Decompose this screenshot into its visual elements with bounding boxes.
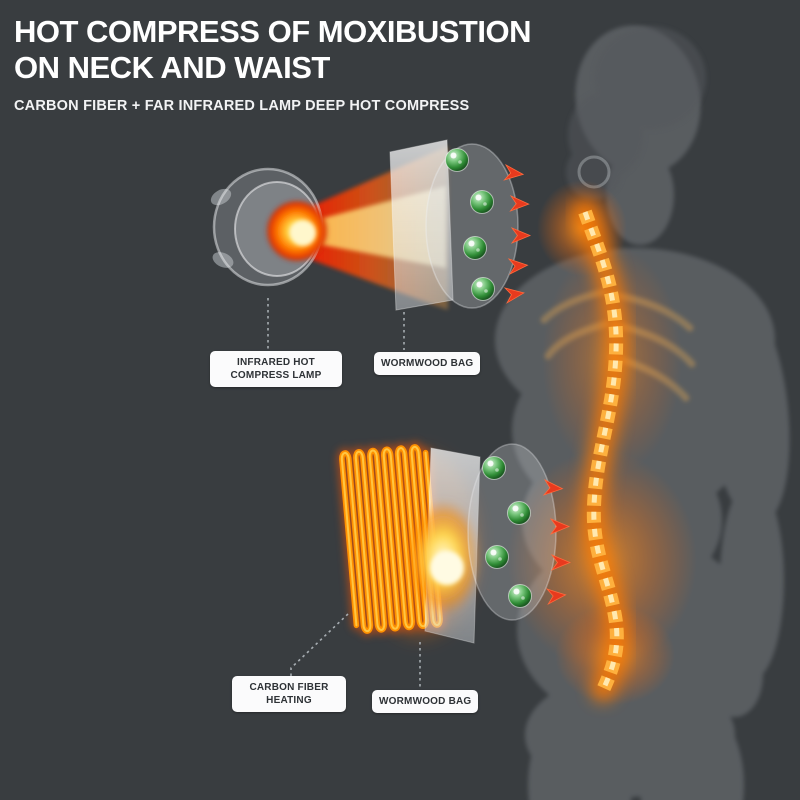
lamp-hot-center [290,220,316,246]
heat-arrow-icon [507,258,529,275]
heat-arrow-icon [509,195,530,212]
wormwood-ball-icon [470,190,494,214]
page-subtitle: CARBON FIBER + FAR INFRARED LAMP DEEP HO… [14,97,470,114]
page-title: HOT COMPRESS OF MOXIBUSTION ON NECK AND … [14,14,531,85]
infrared-lamp-module [210,139,454,311]
spine-glow [573,200,629,702]
wormwood-ball-icon [463,236,487,260]
wormwood-bag-top [425,143,519,309]
wormwood-ball-icon [482,456,506,480]
wormwood-ball-icon [471,277,495,301]
heat-arrow-icon [549,518,571,535]
heat-arrow-icon [545,588,567,605]
carbon-fiber-module [336,441,481,644]
wormwood-ball-icon [507,501,531,525]
label-wormwood-bag-bottom: WORMWOOD BAG [372,690,479,713]
heat-arrow-icon [503,163,525,181]
label-wormwood-bag-top: WORMWOOD BAG [374,352,481,375]
heat-arrow-icon [550,554,572,571]
wormwood-bag-bottom [467,443,557,621]
heat-arrow-icon [510,227,532,244]
header: HOT COMPRESS OF MOXIBUSTION ON NECK AND … [14,14,531,114]
label-carbon-fiber-heating: CARBON FIBER HEATING [232,676,346,712]
heat-arrows-bottom [542,478,572,605]
heat-arrow-icon [503,287,525,304]
wormwood-ball-icon [445,148,469,172]
diffuser-panel-top [389,139,454,311]
heat-arrows-top [503,163,532,304]
label-infrared-hot-compress-lamp: INFRARED HOT COMPRESS LAMP [210,351,342,387]
wormwood-ball-icon [485,545,509,569]
carbon-fiber-coil-icon [336,441,446,637]
callout-connectors [267,298,421,688]
heat-core-bright [430,551,464,585]
heat-arrow-icon [542,478,564,496]
wormwood-ball-icon [508,584,532,608]
